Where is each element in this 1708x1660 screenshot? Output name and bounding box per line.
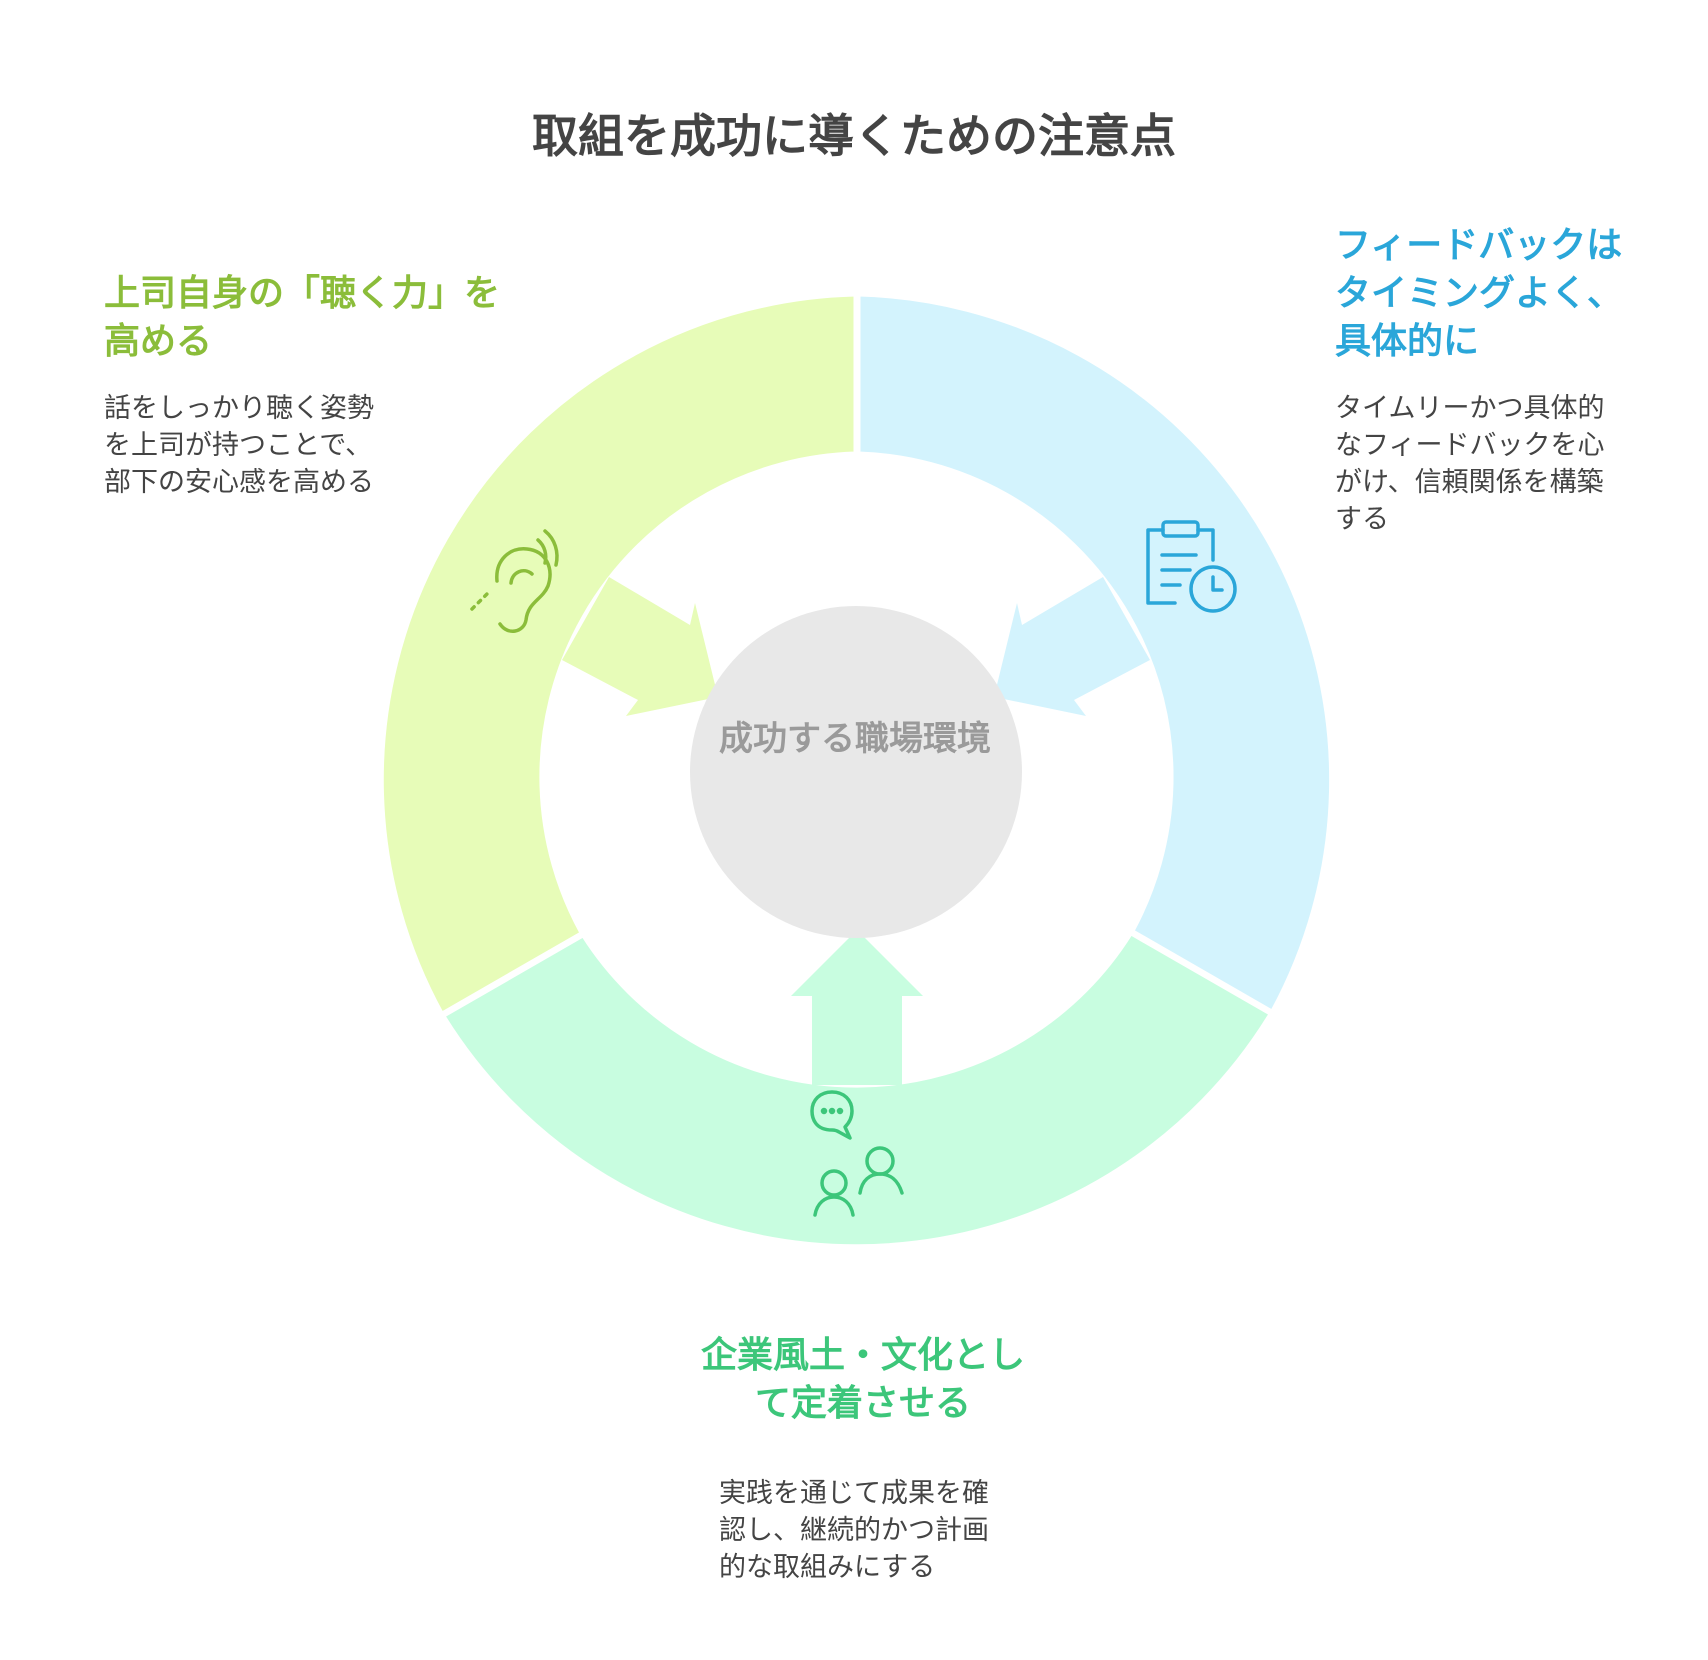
segment-bottom (441, 931, 1273, 1248)
center-label: 成功する職場環境 (719, 719, 991, 759)
arrow-right (994, 577, 1150, 716)
segment-left (380, 293, 857, 1016)
arrow-left (562, 577, 718, 716)
arrow-bottom (791, 930, 923, 1085)
section-left-description: 話をしっかり聴く姿勢を上司が持つことで、部下の安心感を高める (104, 393, 374, 498)
ear-icon (470, 529, 559, 633)
center-circle (690, 606, 1022, 938)
diagram-title: 取組を成功に導くための注意点 (532, 109, 1176, 163)
clipboard-clock-icon (1146, 520, 1237, 613)
section-bottom-heading: 企業風土・文化として定着させる (700, 1335, 1025, 1424)
section-bottom-description: 実践を通じて成果を確認し、継続的かつ計画的な取組みにする (719, 1478, 989, 1583)
section-right-heading: フィードバックはタイミングよく、具体的に (1335, 225, 1624, 362)
segment-right (857, 293, 1333, 1014)
section-left-heading: 上司自身の「聴く力」を高める (104, 273, 501, 362)
section-right-description: タイムリーかつ具体的なフィードバックを心がけ、信頼関係を構築する (1335, 393, 1605, 535)
people-chat-icon (810, 1090, 904, 1217)
